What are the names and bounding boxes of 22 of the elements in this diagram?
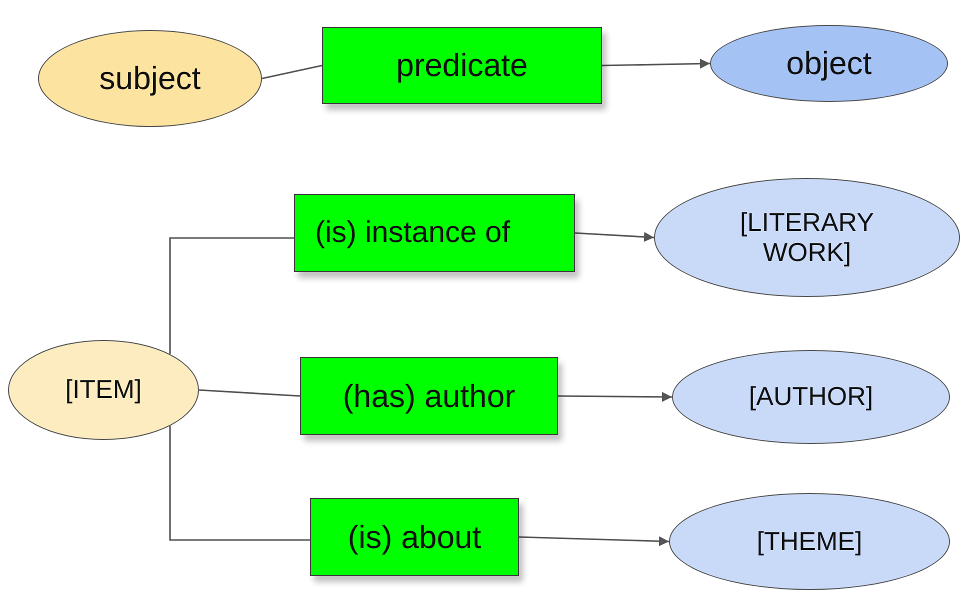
node-label: [ITEM] [65, 375, 142, 405]
node-label: [AUTHOR] [748, 382, 874, 412]
node-label: [LITERARY WORK] [739, 208, 875, 268]
connector-line [169, 426, 310, 541]
node-label: object [786, 45, 872, 82]
predicate-box [310, 498, 519, 576]
node-label: (is) instance of [315, 216, 510, 250]
node-label: (is) about [348, 518, 482, 556]
predicate-box [300, 357, 558, 435]
node-label: subject [99, 60, 201, 97]
arrow [574, 232, 654, 242]
connector-line [198, 389, 300, 397]
predicate-box [322, 27, 602, 104]
node-label: (has) author [342, 378, 516, 414]
connector-line [262, 64, 322, 80]
arrow [558, 392, 672, 402]
connector-line [169, 237, 294, 354]
node-label: [THEME] [756, 526, 862, 556]
arrow [518, 536, 670, 546]
arrow [602, 58, 710, 69]
predicate-box [294, 194, 575, 272]
node-label: predicate [396, 47, 528, 84]
